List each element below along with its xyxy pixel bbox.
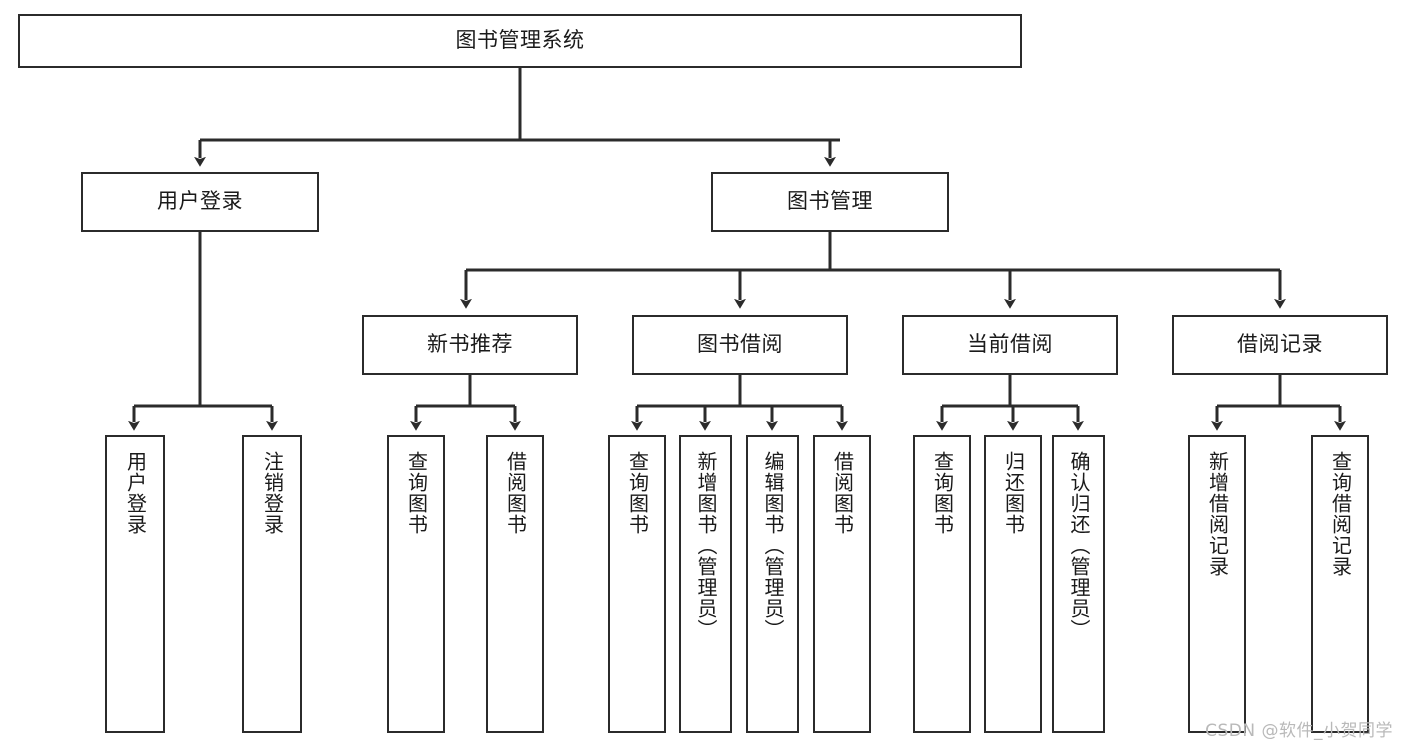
user-login-to-leaves-connectors	[128, 232, 278, 431]
leaf-add-borrow-record[interactable]: 新增借阅记录	[1188, 435, 1246, 733]
leaf-borrow-book-recommend-label: 借阅图书	[503, 451, 528, 535]
node-borrow-record[interactable]: 借阅记录	[1172, 315, 1388, 375]
leaf-borrow-book[interactable]: 借阅图书	[813, 435, 871, 733]
node-root-system[interactable]: 图书管理系统	[18, 14, 1022, 68]
leaf-add-book-admin[interactable]: 新增图书（管理员）	[679, 435, 732, 733]
node-book-borrow[interactable]: 图书借阅	[632, 315, 848, 375]
leaf-query-book-current[interactable]: 查询图书	[913, 435, 971, 733]
node-current-borrow-label: 当前借阅	[967, 332, 1053, 357]
leaf-user-login-label: 用户登录	[123, 451, 148, 535]
node-user-login-label: 用户登录	[157, 189, 243, 214]
leaf-borrow-book-label: 借阅图书	[830, 451, 855, 535]
current-borrow-to-leaves-connectors	[936, 375, 1084, 431]
leaf-borrow-book-recommend[interactable]: 借阅图书	[486, 435, 544, 733]
node-root-system-label: 图书管理系统	[455, 28, 585, 53]
leaf-query-book-borrow-label: 查询图书	[625, 451, 650, 535]
leaf-query-book-recommend-label: 查询图书	[404, 451, 429, 535]
node-current-borrow[interactable]: 当前借阅	[902, 315, 1118, 375]
node-user-login[interactable]: 用户登录	[81, 172, 319, 232]
borrow-book-to-leaves-connectors	[631, 375, 848, 431]
new-book-to-leaves-connectors	[410, 375, 521, 431]
leaf-user-login[interactable]: 用户登录	[105, 435, 165, 733]
node-new-book-recommend[interactable]: 新书推荐	[362, 315, 578, 375]
node-book-management-label: 图书管理	[787, 189, 873, 214]
leaf-return-book[interactable]: 归还图书	[984, 435, 1042, 733]
leaf-edit-book-admin[interactable]: 编辑图书（管理员）	[746, 435, 799, 733]
leaf-query-book-recommend[interactable]: 查询图书	[387, 435, 445, 733]
leaf-return-book-label: 归还图书	[1001, 451, 1026, 535]
root-to-level2-connectors	[194, 68, 840, 167]
leaf-edit-book-admin-label: 编辑图书（管理员）	[761, 451, 785, 640]
node-borrow-record-label: 借阅记录	[1237, 332, 1323, 357]
leaf-add-book-admin-label: 新增图书（管理员）	[694, 451, 718, 640]
node-book-management[interactable]: 图书管理	[711, 172, 949, 232]
leaf-confirm-return-admin[interactable]: 确认归还（管理员）	[1052, 435, 1105, 733]
node-book-borrow-label: 图书借阅	[697, 332, 783, 357]
leaf-query-book-borrow[interactable]: 查询图书	[608, 435, 666, 733]
leaf-query-borrow-record-label: 查询借阅记录	[1328, 451, 1353, 577]
leaf-logout-label: 注销登录	[260, 451, 285, 535]
borrow-record-to-leaves-connectors	[1211, 375, 1346, 431]
leaf-query-book-current-label: 查询图书	[930, 451, 955, 535]
leaf-add-borrow-record-label: 新增借阅记录	[1205, 451, 1230, 577]
level2-to-level3-connectors	[460, 232, 1286, 309]
node-new-book-recommend-label: 新书推荐	[427, 332, 513, 357]
leaf-confirm-return-admin-label: 确认归还（管理员）	[1067, 451, 1091, 640]
leaf-query-borrow-record[interactable]: 查询借阅记录	[1311, 435, 1369, 733]
leaf-logout[interactable]: 注销登录	[242, 435, 302, 733]
